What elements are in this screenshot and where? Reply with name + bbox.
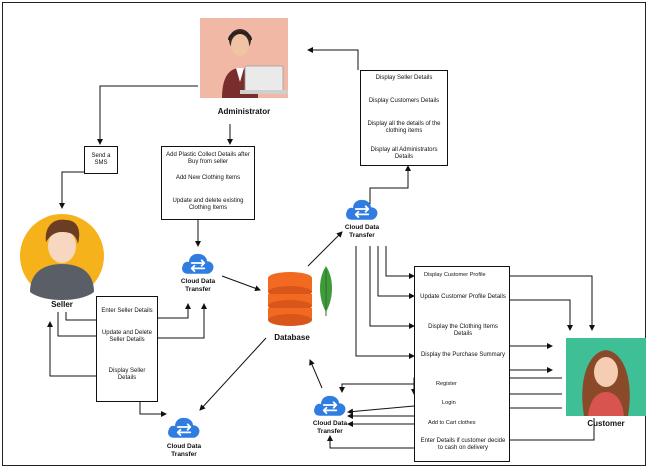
administrator-avatar	[200, 18, 288, 98]
add-plastic-collect: Add Plastic Collect Details after Buy fr…	[166, 152, 250, 165]
add-new-clothing: Add New Clothing Items	[175, 175, 241, 181]
customer-box	[414, 266, 510, 462]
cloud-caption-left: Cloud Data Transfer	[166, 443, 202, 458]
seller-box	[96, 296, 158, 402]
sms-box	[84, 146, 118, 174]
update-delete-clothing: Update and delete existing Clothing Item…	[172, 198, 244, 211]
admin-display-box	[360, 70, 448, 166]
cust-cash-on-delivery: Enter Details if customer decide to cash…	[420, 438, 506, 451]
cust-update-profile: Update Customer Profile Details	[420, 294, 506, 300]
update-delete-seller: Update and Delete Seller Details	[101, 330, 153, 343]
admin-add-box	[161, 146, 255, 220]
seller-avatar	[20, 214, 104, 300]
cloud-icon-top	[345, 198, 379, 221]
cloud-caption-seller: Cloud Data Transfer	[180, 278, 216, 293]
cloud-icon-left	[167, 416, 201, 439]
display-seller-box-details: Display Seller Details	[108, 368, 146, 381]
display-clothing-details: Display all the details of the clothing …	[367, 121, 441, 134]
cust-display-profile: Display Customer Profile	[424, 272, 486, 278]
display-admin-details: Display all Administrators Details	[370, 147, 438, 160]
cust-login: Login	[442, 400, 456, 406]
cloud-icon-bottom	[313, 394, 347, 417]
customer-avatar	[566, 338, 646, 416]
cloud-caption-top: Cloud Data Transfer	[344, 224, 380, 239]
send-sms-text: Send a SMS	[91, 153, 111, 166]
cust-display-clothing: Display the Clothing Items Details	[428, 324, 498, 337]
cloud-caption-bottom: Cloud Data Transfer	[312, 420, 348, 435]
administrator-label: Administrator	[217, 107, 271, 116]
cust-purchase-summary: Display the Purchase Summary	[420, 352, 506, 358]
display-customer-details: Display Customers Details	[368, 98, 440, 104]
connectors	[47, 47, 595, 449]
customer-label: Customer	[587, 419, 625, 428]
database-label: Database	[274, 333, 310, 342]
display-seller-details: Display Seller Details	[375, 75, 433, 81]
enter-seller-details: Enter Seller Details	[101, 308, 153, 314]
cloud-icon-seller	[181, 252, 215, 275]
database-icon	[268, 266, 332, 326]
cust-register: Register	[436, 381, 457, 387]
seller-label: Seller	[51, 300, 73, 309]
cust-add-to-cart: Add to Cart clothes	[428, 420, 476, 426]
